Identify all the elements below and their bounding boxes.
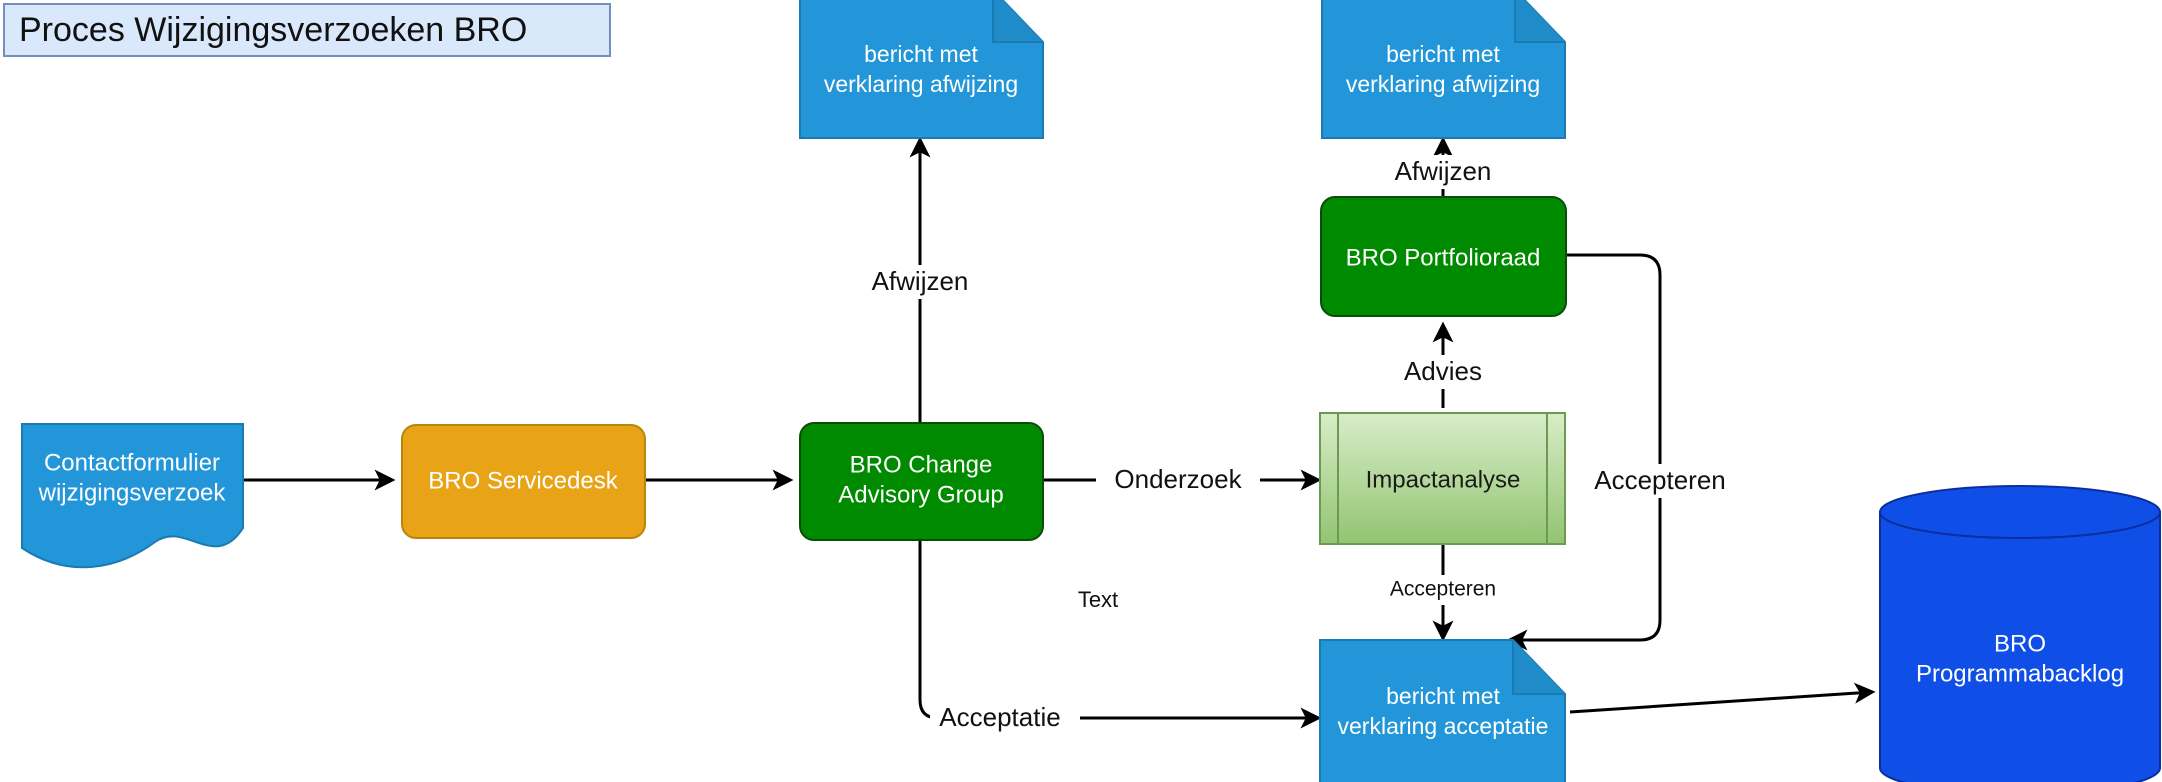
svg-text:Accepteren: Accepteren [1594,465,1726,495]
node-programmabacklog: BRO Programmabacklog [1879,485,2161,782]
contactformulier-label-line2: wijzigingsverzoek [38,479,227,506]
edge-label-afwijzen-portfolioraad: Afwijzen [1379,155,1507,189]
diagram-title-box: Proces Wijzigingsverzoeken BRO [3,3,611,57]
edge-cag-to-acceptatie-corner [918,540,940,720]
acceptatie-note-label-line1: bericht met [1386,683,1500,709]
node-afwijzing-note-left: bericht met verklaring afwijzing [799,0,1044,139]
contactformulier-label-line1: Contactformulier [44,449,220,476]
svg-text:Acceptatie: Acceptatie [939,702,1060,732]
node-contactformulier: Contactformulier wijzigingsverzoek [21,423,244,569]
edge-label-afwijzen-cag: Afwijzen [856,265,984,299]
afwijzing-note-left-label-line1: bericht met [864,41,978,67]
portfolioraad-label: BRO Portfolioraad [1346,244,1541,271]
svg-text:Afwijzen: Afwijzen [872,266,969,296]
programmabacklog-label-line1: BRO [1994,630,2046,657]
edge-label-acceptatie: Acceptatie [930,701,1080,735]
node-cag: BRO Change Advisory Group [799,422,1044,541]
svg-text:Accepteren: Accepteren [1390,578,1496,601]
edge-acceptatie-note-to-programmabacklog [1569,682,1876,714]
svg-text:Advies: Advies [1404,356,1482,386]
programmabacklog-label-line2: Programmabacklog [1916,660,2124,687]
svg-text:Text: Text [1078,587,1118,612]
node-afwijzing-note-right: bericht met verklaring afwijzing [1321,0,1566,139]
node-acceptatie-note: bericht met verklaring acceptatie [1319,639,1566,782]
svg-text:Onderzoek: Onderzoek [1114,464,1242,494]
cag-label-line2: Advisory Group [838,481,1003,508]
svg-text:Afwijzen: Afwijzen [1395,156,1492,186]
edge-label-stray-text: Text [1078,587,1118,612]
node-portfolioraad: BRO Portfolioraad [1320,196,1567,317]
node-impactanalyse: Impactanalyse [1319,412,1566,545]
cag-label-line1: BRO Change [850,451,993,478]
impactanalyse-label: Impactanalyse [1366,466,1521,493]
edge-label-advies: Advies [1392,355,1494,389]
edge-portfolioraad-to-acceptatie-note [1506,253,1662,651]
edge-label-onderzoek: Onderzoek [1096,463,1260,497]
afwijzing-note-right-label-line1: bericht met [1386,41,1500,67]
afwijzing-note-right-label-line2: verklaring afwijzing [1346,71,1540,97]
servicedesk-label: BRO Servicedesk [428,467,618,494]
edge-label-accepteren-portfolioraad: Accepteren [1588,464,1740,498]
edge-label-accepteren-impactanalyse: Accepteren [1376,575,1510,605]
node-servicedesk: BRO Servicedesk [401,424,646,539]
acceptatie-note-label-line2: verklaring acceptatie [1338,713,1549,739]
page-title: Proces Wijzigingsverzoeken BRO [19,10,528,49]
afwijzing-note-left-label-line2: verklaring afwijzing [824,71,1018,97]
